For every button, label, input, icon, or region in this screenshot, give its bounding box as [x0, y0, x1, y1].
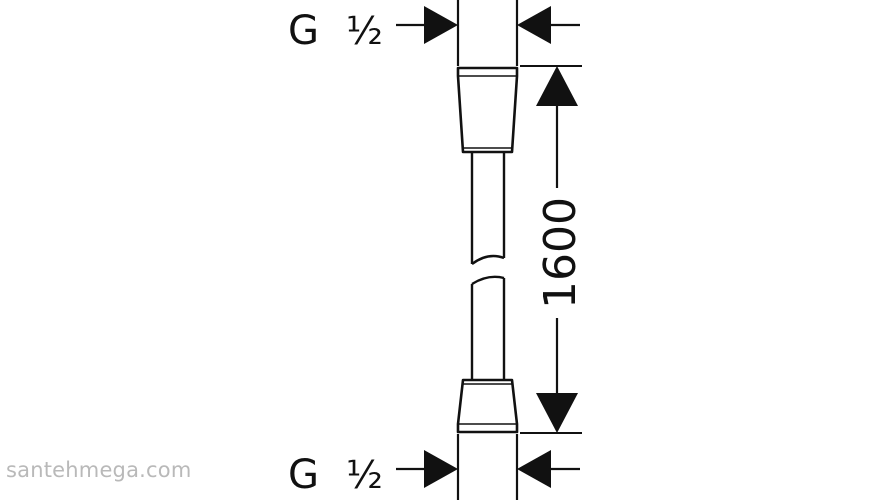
length-dimension-value: 1600 [535, 197, 586, 309]
top-thread-arrows [396, 6, 580, 44]
hose-lower [470, 275, 506, 380]
watermark-text: santehmega.com [6, 458, 192, 482]
thread-fraction-bottom: ½ [346, 453, 383, 497]
bottom-thread-arrows [396, 450, 580, 488]
length-dimension [520, 65, 582, 434]
hose-upper [470, 152, 506, 265]
top-connector [456, 0, 519, 66]
thread-label-top-g: G [288, 8, 319, 54]
bottom-connector [456, 434, 519, 500]
thread-label-bottom-g: G [288, 452, 319, 498]
top-nut [456, 66, 519, 154]
thread-fraction-top: ½ [346, 9, 383, 53]
